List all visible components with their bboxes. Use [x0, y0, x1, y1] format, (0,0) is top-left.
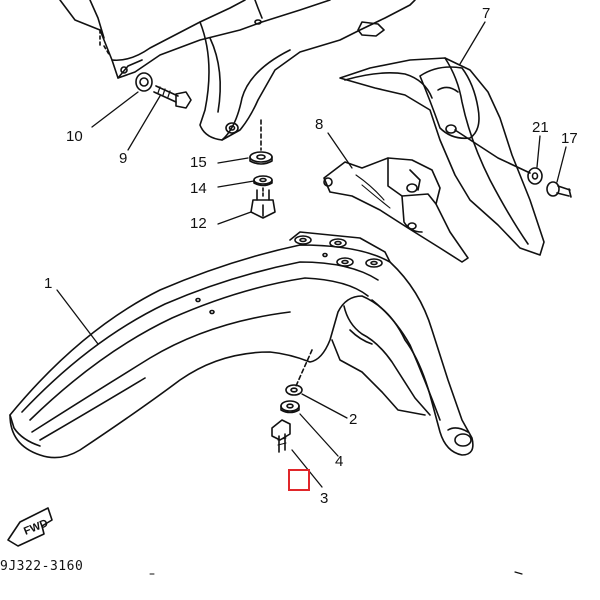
fwd-label: FWD [22, 517, 50, 538]
part-7-side-cover [339, 57, 545, 256]
part-14-washer [253, 175, 273, 187]
callout-12: 12 [190, 215, 207, 232]
part-8-bracket [323, 157, 469, 263]
part-2-washer [285, 349, 313, 396]
leader-lines [56, 21, 567, 488]
callout-3: 3 [320, 490, 329, 507]
callout-2: 2 [349, 411, 358, 428]
part-21-grommet [527, 167, 543, 185]
highlight-box[interactable] [288, 469, 310, 491]
upper-frame-bracket [59, 0, 416, 141]
callout-9: 9 [119, 150, 128, 167]
document-code: 9J322-3160 [0, 559, 84, 574]
callout-4: 4 [335, 453, 344, 470]
callout-8: 8 [315, 116, 324, 133]
part-12-bolt [250, 187, 276, 219]
part-3-bolt [271, 419, 291, 453]
part-10-washer [135, 72, 153, 92]
part-17-screw [546, 181, 572, 198]
fwd-arrow-icon: FWD [7, 507, 53, 547]
callout-10: 10 [66, 128, 83, 145]
callout-7: 7 [482, 5, 491, 22]
part-9-bolt [153, 85, 192, 109]
callout-14: 14 [190, 180, 207, 197]
callout-17: 17 [561, 130, 578, 147]
callout-1: 1 [44, 275, 53, 292]
part-1-front-fender [9, 231, 474, 459]
part-4-washer [280, 400, 300, 414]
callout-15: 15 [190, 154, 207, 171]
callout-21: 21 [532, 119, 549, 136]
part-15-grommet [249, 119, 273, 165]
